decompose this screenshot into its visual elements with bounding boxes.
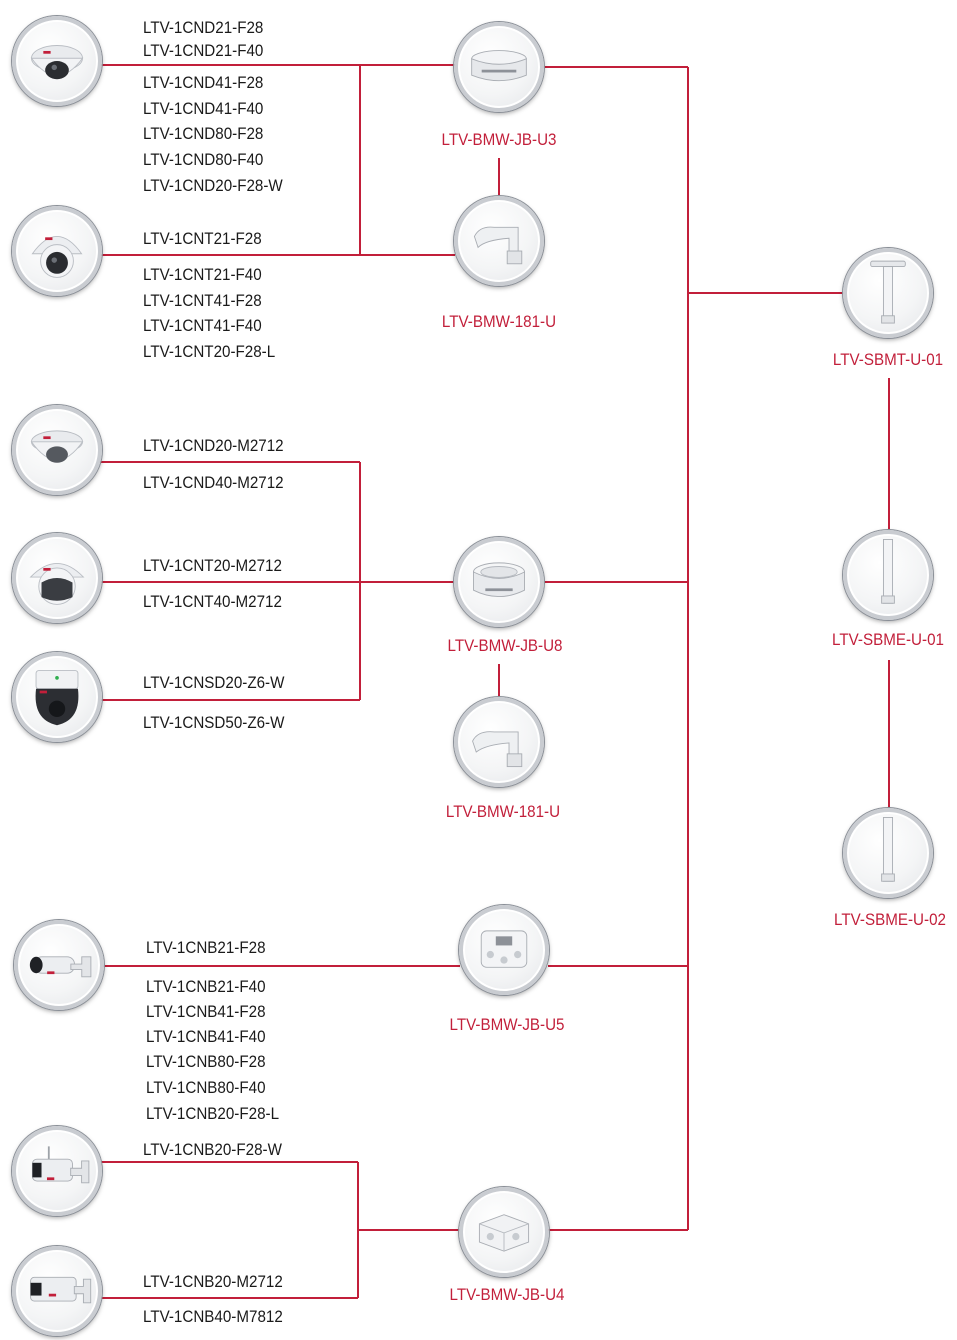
wall-bracket-icon <box>454 697 544 787</box>
turret-camera-icon <box>12 533 102 623</box>
dome-camera-icon <box>12 405 102 495</box>
model-name: LTV-1CNB40-M7812 <box>143 1307 283 1327</box>
model-name: LTV-1CNT41-F28 <box>143 291 262 311</box>
model-name: LTV-1CNB41-F40 <box>146 1027 266 1047</box>
mount-label: LTV-BMW-181-U <box>442 312 556 332</box>
junction-box-icon <box>454 537 544 627</box>
extension-pole-icon <box>843 808 933 898</box>
model-name: LTV-1CNSD50-Z6-W <box>143 713 284 733</box>
model-name: LTV-1CNB41-F28 <box>146 1002 266 1022</box>
model-name: LTV-1CND80-F40 <box>143 150 263 170</box>
junction-box-icon <box>459 905 549 995</box>
dome-camera-icon <box>12 16 102 106</box>
turret-camera-icon <box>12 206 102 296</box>
model-name: LTV-1CND20-F28-W <box>143 176 283 196</box>
model-name: LTV-1CND41-F40 <box>143 99 263 119</box>
model-name: LTV-1CND21-F28 <box>143 18 263 38</box>
model-name: LTV-1CNB80-F40 <box>146 1078 266 1098</box>
model-name: LTV-1CNT40-M2712 <box>143 592 282 612</box>
wall-bracket-icon <box>454 196 544 286</box>
bullet-camera-wifi-icon <box>12 1126 102 1216</box>
model-name: LTV-1CND80-F28 <box>143 124 263 144</box>
model-name: LTV-1CNB20-M2712 <box>143 1272 283 1292</box>
junction-box-icon <box>454 22 544 112</box>
pole-label: LTV-SBMT-U-01 <box>833 350 943 370</box>
model-name: LTV-1CNB20-F28-L <box>146 1104 279 1124</box>
mount-label: LTV-BMW-JB-U4 <box>450 1285 565 1305</box>
extension-pole-icon <box>843 530 933 620</box>
model-name: LTV-1CNB80-F28 <box>146 1052 266 1072</box>
model-name: LTV-1CNB20-F28-W <box>143 1140 282 1160</box>
model-name: LTV-1CND21-F40 <box>143 41 263 61</box>
model-name: LTV-1CNT41-F40 <box>143 316 262 336</box>
mount-label: LTV-BMW-JB-U3 <box>442 130 557 150</box>
model-name: LTV-1CNT20-F28-L <box>143 342 275 362</box>
model-name: LTV-1CNT21-F40 <box>143 265 262 285</box>
model-name: LTV-1CNSD20-Z6-W <box>143 673 284 693</box>
model-name: LTV-1CND20-M2712 <box>143 436 284 456</box>
mount-label: LTV-BMW-181-U <box>446 802 560 822</box>
model-name: LTV-1CND41-F28 <box>143 73 263 93</box>
model-name: LTV-1CND40-M2712 <box>143 473 284 493</box>
model-name: LTV-1CNB21-F28 <box>146 938 266 958</box>
junction-box-icon <box>459 1187 549 1277</box>
model-name: LTV-1CNB21-F40 <box>146 977 266 997</box>
ptz-camera-icon <box>12 652 102 742</box>
bullet-camera-icon <box>12 1246 102 1336</box>
mount-label: LTV-BMW-JB-U8 <box>448 636 563 656</box>
model-name: LTV-1CNT21-F28 <box>143 229 262 249</box>
mount-label: LTV-BMW-JB-U5 <box>450 1015 565 1035</box>
pole-label: LTV-SBME-U-01 <box>832 630 944 650</box>
pole-label: LTV-SBME-U-02 <box>834 910 946 930</box>
model-name: LTV-1CNT20-M2712 <box>143 556 282 576</box>
bullet-camera-icon <box>14 920 104 1010</box>
ceiling-pole-icon <box>843 248 933 338</box>
